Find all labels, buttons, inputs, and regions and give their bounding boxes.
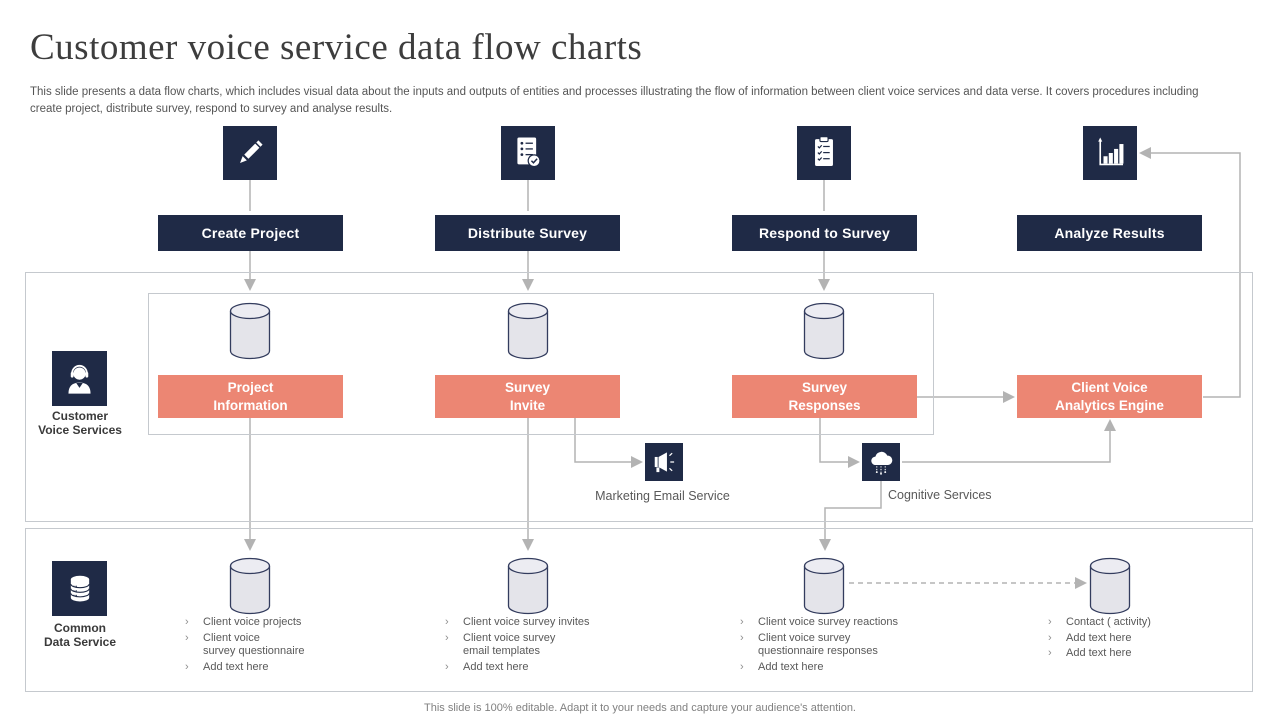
bullet-icon: ›	[445, 660, 449, 673]
list-item: › Client voice survey email templates	[445, 632, 625, 659]
stage-label: Respond to Survey	[759, 225, 890, 241]
process-label: Client Voice Analytics Engine	[1055, 379, 1164, 413]
process-label: Project Information	[213, 379, 288, 413]
database-cylinder	[1089, 557, 1131, 615]
common-data-service-lane	[25, 528, 1253, 692]
page-title: Customer voice service data flow charts	[30, 27, 643, 68]
list-item: › Client voice survey reactions	[740, 616, 935, 630]
bullet-icon: ›	[185, 616, 189, 628]
data-list-reactions: › Client voice survey reactions › Client v…	[740, 616, 935, 676]
list-item: › Add text here	[1048, 647, 1208, 661]
lane-label-common-data-service: Common Data Service	[43, 621, 117, 650]
database-cylinder	[803, 557, 845, 615]
process-label: Survey Invite	[504, 379, 551, 413]
database-icon	[52, 561, 107, 616]
bullet-icon: ›	[445, 616, 449, 628]
data-list-contact: › Contact ( activity) › Add text here › Add…	[1048, 616, 1208, 663]
list-item: › Add text here	[185, 661, 335, 675]
person-headset-icon	[52, 351, 107, 406]
list-item-text: Client voice projects	[203, 616, 302, 628]
bullet-icon: ›	[740, 616, 744, 628]
stage-label: Distribute Survey	[467, 225, 588, 241]
process-label: Survey Responses	[788, 379, 861, 413]
marketing-email-service-label: Marketing Email Service	[595, 489, 730, 503]
pencil-icon	[223, 126, 277, 180]
list-item-text: Add text here	[1066, 647, 1132, 659]
database-cylinder	[229, 302, 271, 360]
bullet-icon: ›	[1048, 647, 1052, 659]
process-survey-invite: Survey Invite	[435, 375, 620, 418]
bullet-icon: ›	[1048, 616, 1052, 628]
list-item: › Client voice survey invites	[445, 616, 625, 630]
bullet-icon: ›	[185, 631, 189, 644]
survey-checklist-icon	[501, 126, 555, 180]
stage-distribute-survey: Distribute Survey	[435, 215, 620, 251]
list-item-text: Client voice survey email templates	[463, 631, 556, 658]
list-item: › Client voice projects	[185, 616, 335, 630]
cloud-icon	[862, 443, 900, 481]
process-survey-responses: Survey Responses	[732, 375, 917, 418]
stage-create-project: Create Project	[158, 215, 343, 251]
list-item: › Contact ( activity)	[1048, 616, 1208, 630]
process-project-information: Project Information	[158, 375, 343, 418]
list-item-text: Client voice survey questionnaire respon…	[758, 631, 878, 658]
list-item-text: Client voice survey reactions	[758, 616, 899, 628]
stage-label: Analyze Results	[1054, 225, 1165, 241]
data-list-projects: › Client voice projects › Client voice sur…	[185, 616, 335, 676]
list-item-text: Add text here	[203, 660, 269, 673]
list-item-text: Add text here	[463, 660, 529, 673]
stage-label: Create Project	[201, 225, 300, 241]
list-item-text: Client voice survey invites	[463, 616, 590, 628]
database-cylinder	[507, 302, 549, 360]
process-client-voice-analytics-engine: Client Voice Analytics Engine	[1017, 375, 1202, 418]
customer-voice-services-lane	[25, 272, 1253, 522]
lane-label-customer-voice-services: Customer Voice Services	[38, 409, 122, 438]
clipboard-check-icon	[797, 126, 851, 180]
list-item: › Client voice survey questionnaire	[185, 632, 335, 659]
stage-analyze-results: Analyze Results	[1017, 215, 1202, 251]
stage-respond-to-survey: Respond to Survey	[732, 215, 917, 251]
data-list-invites: › Client voice survey invites › Client voi…	[445, 616, 625, 676]
database-cylinder	[507, 557, 549, 615]
bullet-icon: ›	[740, 631, 744, 644]
list-item: › Add text here	[1048, 632, 1208, 646]
list-item: › Add text here	[445, 661, 625, 675]
list-item: › Add text here	[740, 661, 935, 675]
megaphone-icon	[645, 443, 683, 481]
bullet-icon: ›	[1048, 631, 1052, 644]
list-item-text: Add text here	[758, 660, 824, 673]
list-item-text: Contact ( activity)	[1066, 616, 1151, 628]
bullet-icon: ›	[445, 631, 449, 644]
inner-process-box	[148, 293, 934, 435]
slide-description: This slide presents a data flow charts, …	[30, 86, 1199, 116]
bar-chart-icon	[1083, 126, 1137, 180]
editable-note: This slide is 100% editable. Adapt it to…	[424, 702, 856, 714]
list-item: › Client voice survey questionnaire respo…	[740, 632, 935, 659]
database-cylinder	[229, 557, 271, 615]
database-cylinder	[803, 302, 845, 360]
bullet-icon: ›	[185, 660, 189, 673]
bullet-icon: ›	[740, 660, 744, 673]
list-item-text: Add text here	[1066, 631, 1132, 644]
list-item-text: Client voice survey questionnaire	[203, 631, 305, 658]
cognitive-services-label: Cognitive Services	[888, 488, 992, 502]
